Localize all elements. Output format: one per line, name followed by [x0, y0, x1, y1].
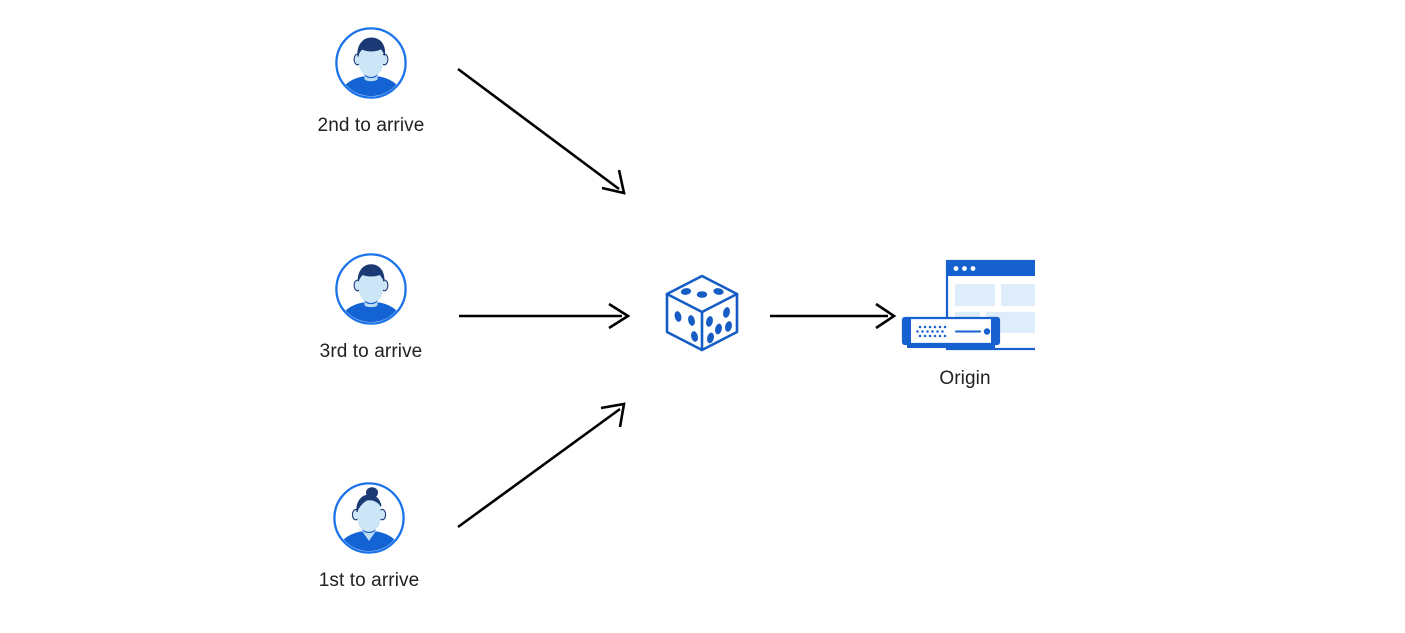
node-label-origin: Origin [939, 368, 991, 389]
node-label-client-2nd: 2nd to arrive [317, 115, 425, 136]
node-client-1st: 1st to arrive [289, 481, 449, 593]
server-device-icon [901, 316, 1001, 348]
node-label-client-3rd: 3rd to arrive [319, 341, 423, 362]
node-client-2nd: 2nd to arrive [291, 26, 451, 138]
node-label-client-1st: 1st to arrive [318, 570, 420, 591]
user-avatar-short-hair-icon [334, 252, 408, 326]
node-client-3rd: 3rd to arrive [291, 252, 451, 364]
user-avatar-short-hair-icon [334, 26, 408, 100]
user-avatar-bun-hair-icon [332, 481, 406, 555]
node-origin: Origin [875, 255, 1055, 391]
dice-icon [657, 268, 747, 358]
browser-window-with-server-icon [895, 255, 1035, 355]
node-randomizer [657, 268, 747, 358]
edge-1st-to-dice [457, 402, 626, 529]
edge-3rd-to-dice [459, 302, 631, 330]
edge-2nd-to-dice [457, 67, 626, 195]
